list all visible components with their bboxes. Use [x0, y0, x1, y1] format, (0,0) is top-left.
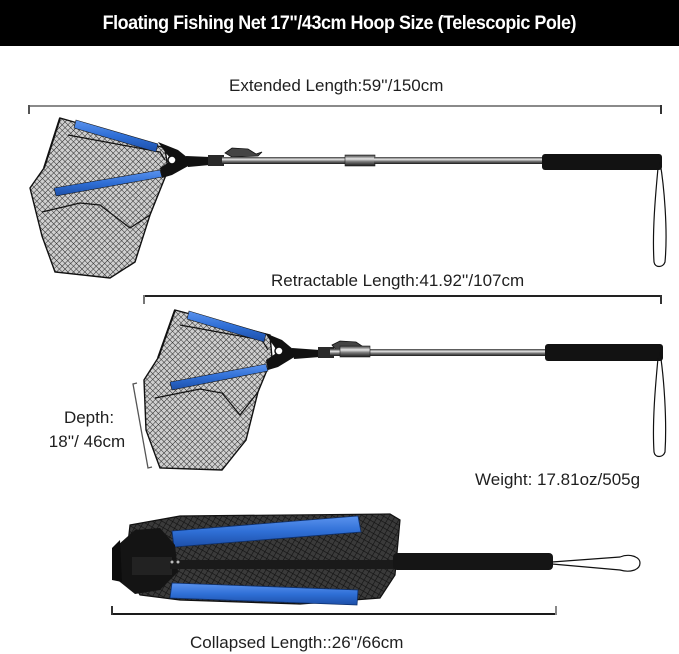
extended-length-bracket — [28, 105, 662, 115]
collapsed-net-illustration — [112, 513, 641, 606]
depth-label-title: Depth: — [63, 408, 115, 427]
collapsed-length-label: Collapsed Length::26''/66cm — [190, 633, 404, 652]
extended-net-illustration — [29, 117, 667, 279]
extended-length-label: Extended Length:59''/150cm — [229, 76, 444, 95]
retractable-length-bracket — [143, 295, 662, 305]
depth-label-value: 18''/ 46cm — [48, 432, 126, 451]
depth-bracket — [132, 382, 153, 469]
product-title: Floating Fishing Net 17"/43cm Hoop Size … — [102, 11, 577, 34]
title-banner: Floating Fishing Net 17"/43cm Hoop Size … — [0, 0, 679, 46]
depth-label: Depth: 18''/ 46cm — [49, 406, 126, 454]
weight-label: Weight: 17.81oz/505g — [475, 470, 641, 489]
retracted-net-illustration — [143, 309, 667, 471]
collapsed-length-bracket — [111, 605, 557, 615]
retractable-length-label: Retractable Length:41.92''/107cm — [271, 271, 525, 290]
